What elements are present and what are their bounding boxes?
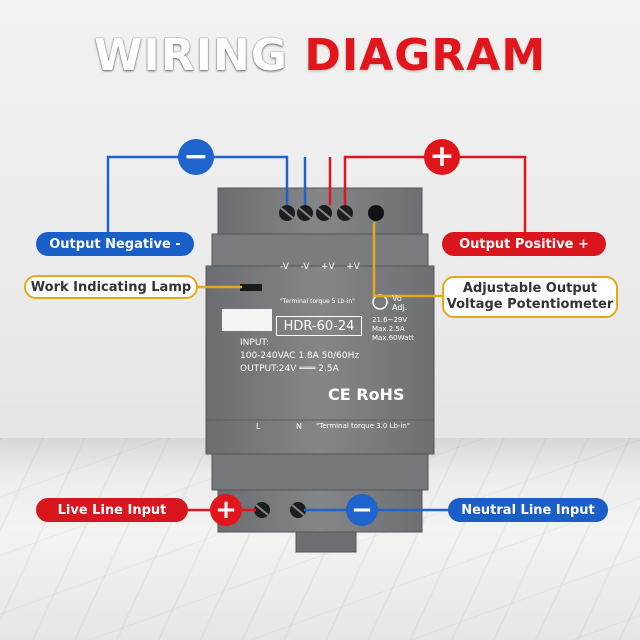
- terminal-labels: -V -V +V +V: [280, 262, 360, 272]
- title-word-wiring: WIRING: [93, 30, 288, 81]
- output-negative-label: Output Negative -: [36, 232, 194, 256]
- top-terminals: [279, 205, 384, 221]
- terminal-torque-top: "Terminal torque 5 Lb-in": [280, 298, 355, 305]
- max-current: Max.2.5A: [372, 325, 405, 333]
- input-label: INPUT:: [240, 338, 269, 348]
- output-spec: OUTPUT:24V ═══ 2.5A: [240, 364, 339, 374]
- adjustable-potentiometer-label: Adjustable Output Voltage Potentiometer: [442, 276, 618, 318]
- terminal-label-pos2: +V: [346, 262, 360, 272]
- live-plus-sign-icon: +: [210, 494, 242, 526]
- terminal-label-neg2: -V: [300, 262, 310, 272]
- minus-sign-icon: −: [178, 139, 214, 175]
- neutral-minus-sign-icon: −: [346, 494, 378, 526]
- terminal-torque-bottom: "Terminal torque 3.0 Lb-in": [316, 422, 411, 430]
- certification-marks: CE RoHS: [328, 385, 405, 404]
- diagram-title: WIRING DIAGRAM: [0, 30, 640, 81]
- neutral-line-input-label: Neutral Line Input: [448, 498, 608, 522]
- live-line-input-label: Live Line Input: [36, 498, 188, 522]
- adjustable-label-line1: Adjustable Output: [462, 281, 598, 296]
- model-number: HDR-60-24: [276, 316, 362, 336]
- adjustable-label-line2: Voltage Potentiometer: [446, 297, 614, 312]
- title-word-diagram: DIAGRAM: [304, 30, 547, 81]
- label-sticker: [222, 309, 272, 331]
- input-spec: 100-240VAC 1.8A 50/60Hz: [240, 351, 360, 361]
- terminal-label-pos1: +V: [320, 262, 335, 272]
- plus-sign-icon: +: [424, 139, 460, 175]
- vo-adj-label: Vo Adj.: [392, 294, 408, 312]
- bottom-label-N: N: [296, 422, 302, 431]
- work-lamp-label: Work Indicating Lamp: [24, 275, 198, 299]
- max-watt: Max.60Watt: [372, 334, 414, 342]
- output-positive-label: Output Positive +: [442, 232, 606, 256]
- voltage-range: 21.6~29V: [372, 316, 408, 324]
- terminal-label-neg1: -V: [280, 262, 289, 272]
- bottom-label-L: L: [256, 422, 261, 431]
